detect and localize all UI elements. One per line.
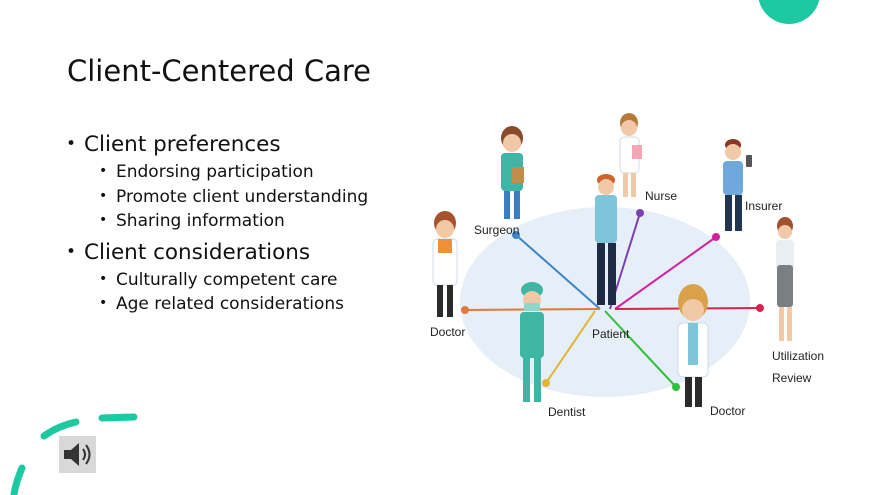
sub-bullet-culturally-competent-care: Culturally competent care xyxy=(66,267,368,293)
connector-dentist xyxy=(545,310,596,384)
doctor-left-figure xyxy=(432,211,458,317)
corner-accent-circle xyxy=(758,0,820,24)
node-utilization xyxy=(756,304,764,312)
label-dentist: Dentist xyxy=(548,405,586,419)
connector-surgeon xyxy=(515,234,601,310)
label-patient: Patient xyxy=(592,327,630,341)
connector-doctor-right xyxy=(604,310,677,388)
label-nurse: Nurse xyxy=(645,189,677,203)
dentist-figure xyxy=(520,282,544,402)
care-team-diagram: Nurse Insurer Surgeon Doctor Patient Uti… xyxy=(430,113,824,419)
insurer-figure xyxy=(723,139,752,231)
node-doctor-right xyxy=(672,383,680,391)
bullet-client-preferences: Client preferences xyxy=(66,129,368,160)
nurse-figure xyxy=(619,113,642,197)
label-doctor-right: Doctor xyxy=(710,404,745,418)
utilization-review-figure xyxy=(776,217,794,341)
node-doctor-left xyxy=(461,306,469,314)
node-insurer xyxy=(712,233,720,241)
patient-figure xyxy=(595,174,617,305)
surgeon-figure xyxy=(501,126,524,219)
sub-bullet-promote-understanding: Promote client understanding xyxy=(66,184,368,210)
slide-title: Client-Centered Care xyxy=(67,54,372,88)
label-surgeon: Surgeon xyxy=(474,223,519,237)
label-utilization: Utilization xyxy=(772,349,824,363)
bullet-client-considerations: Client considerations xyxy=(66,237,368,268)
sub-bullet-age-considerations: Age related considerations xyxy=(66,291,368,317)
label-review: Review xyxy=(772,371,812,385)
speaker-icon xyxy=(64,443,91,466)
label-doctor-left: Doctor xyxy=(430,325,465,339)
label-insurer: Insurer xyxy=(745,199,782,213)
sub-bullet-sharing-information: Sharing information xyxy=(66,208,368,234)
bullet-list: Client preferences Endorsing participati… xyxy=(66,129,368,317)
node-nurse xyxy=(636,209,644,217)
sub-bullet-endorsing-participation: Endorsing participation xyxy=(66,159,368,185)
connector-insurer xyxy=(614,236,717,310)
node-dentist xyxy=(542,379,550,387)
node-surgeon xyxy=(512,231,520,239)
doctor-right-figure xyxy=(677,284,709,407)
decorative-dashes xyxy=(10,413,138,495)
audio-button[interactable] xyxy=(59,436,96,473)
